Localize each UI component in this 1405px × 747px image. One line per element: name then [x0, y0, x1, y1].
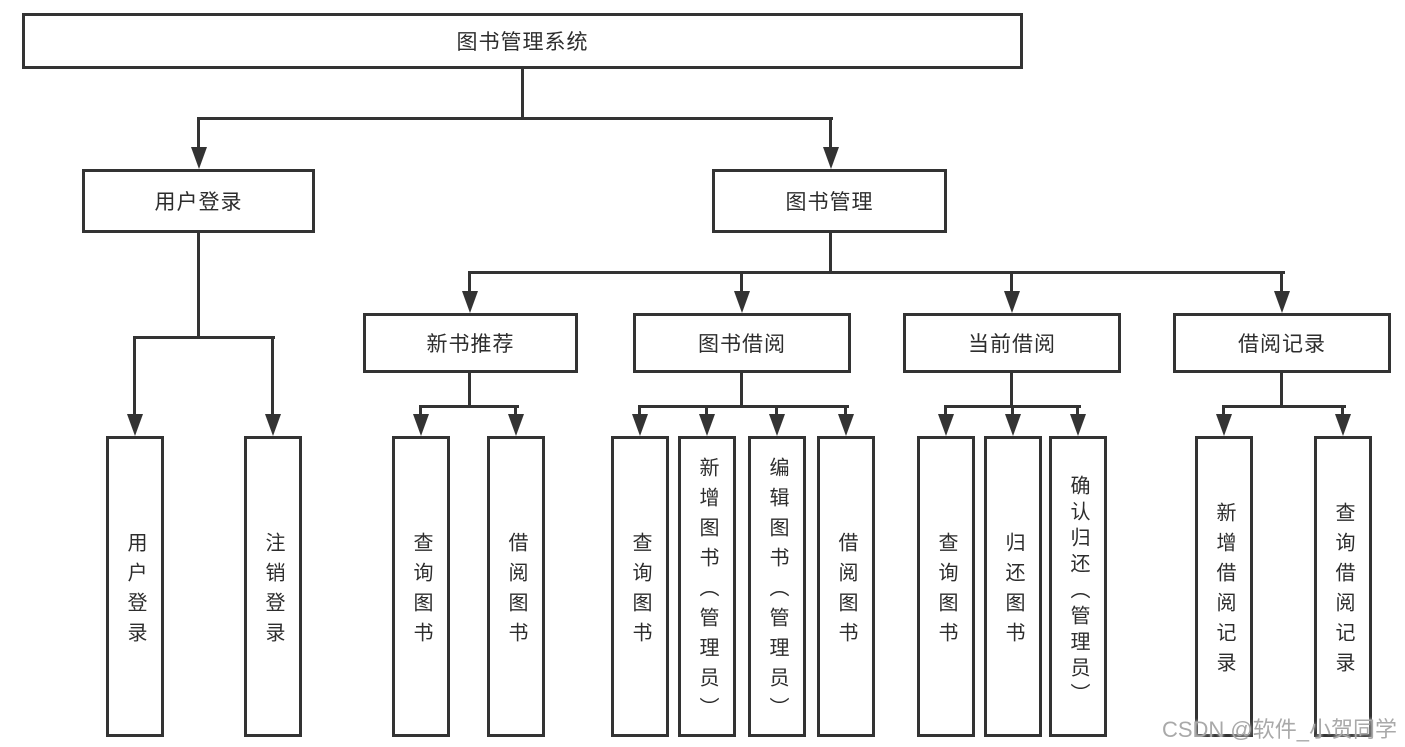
node-label: 新增借阅记录: [1213, 501, 1235, 682]
node-leaf-user-login: 用户登录: [106, 436, 164, 737]
arrow-down-icon: [699, 414, 715, 436]
connector-line: [1280, 373, 1283, 405]
connector-line: [740, 271, 743, 293]
node-new-book-recommendation: 新书推荐: [363, 313, 578, 373]
node-label: 查询图书: [410, 531, 432, 652]
arrow-down-icon: [1070, 414, 1086, 436]
arrow-down-icon: [838, 414, 854, 436]
arrow-down-icon: [938, 414, 954, 436]
node-label: 新书推荐: [426, 333, 515, 356]
node-book-management: 图书管理: [712, 169, 947, 233]
node-label: 借阅图书: [505, 531, 527, 652]
connector-line: [468, 271, 1285, 274]
arrow-down-icon: [1216, 414, 1232, 436]
node-label: 注销登录: [262, 531, 284, 652]
connector-line: [197, 117, 200, 149]
node-leaf-edit-book-admin: 编辑图书（管理员）: [748, 436, 806, 737]
connector-line: [468, 373, 471, 405]
node-label: 归还图书: [1002, 531, 1024, 652]
connector-line: [1280, 271, 1283, 293]
connector-line: [844, 405, 847, 416]
node-label: 编辑图书（管理员）: [766, 456, 788, 727]
connector-line: [638, 405, 641, 416]
arrow-down-icon: [1274, 291, 1290, 313]
node-leaf-borrow-books: 借阅图书: [817, 436, 875, 737]
node-leaf-return-book: 归还图书: [984, 436, 1042, 737]
connector-line: [1076, 405, 1079, 416]
arrow-down-icon: [191, 147, 207, 169]
connector-line: [740, 373, 743, 405]
arrow-down-icon: [1004, 291, 1020, 313]
node-current-borrowing: 当前借阅: [903, 313, 1121, 373]
arrow-down-icon: [508, 414, 524, 436]
connector-line: [944, 405, 947, 416]
arrow-down-icon: [1005, 414, 1021, 436]
connector-line: [1341, 405, 1344, 416]
arrow-down-icon: [413, 414, 429, 436]
watermark: CSDN @软件_小贺同学: [1161, 717, 1397, 742]
arrow-down-icon: [769, 414, 785, 436]
node-label: 当前借阅: [968, 333, 1056, 356]
node-label: 图书借阅: [698, 333, 786, 356]
connector-line: [198, 117, 833, 120]
node-label: 新增图书（管理员）: [696, 456, 718, 727]
node-label: 查询图书: [629, 531, 651, 652]
arrow-down-icon: [462, 291, 478, 313]
connector-line: [271, 336, 274, 416]
connector-line: [775, 405, 778, 416]
connector-line: [133, 336, 275, 339]
connector-line: [638, 405, 849, 408]
arrow-down-icon: [632, 414, 648, 436]
node-leaf-query-borrow-record: 查询借阅记录: [1314, 436, 1372, 737]
node-library-system: 图书管理系统: [22, 13, 1023, 69]
connector-line: [1222, 405, 1225, 416]
arrow-down-icon: [127, 414, 143, 436]
connector-line: [133, 336, 136, 416]
node-label: 图书管理: [785, 191, 874, 214]
node-label: 用户登录: [154, 191, 243, 214]
node-leaf-logout: 注销登录: [244, 436, 302, 737]
node-label: 用户登录: [124, 531, 146, 652]
node-book-borrowing: 图书借阅: [633, 313, 851, 373]
node-user-login: 用户登录: [82, 169, 315, 233]
arrow-down-icon: [734, 291, 750, 313]
node-label: 确认归还（管理员）: [1067, 474, 1089, 709]
node-leaf-borrow-books-recommend: 借阅图书: [487, 436, 545, 737]
connector-line: [419, 405, 422, 416]
connector-line: [1222, 405, 1346, 408]
node-leaf-query-books-recommend: 查询图书: [392, 436, 450, 737]
connector-line: [521, 69, 524, 117]
connector-line: [197, 233, 200, 336]
connector-line: [419, 405, 519, 408]
node-label: 查询图书: [935, 531, 957, 652]
connector-line: [514, 405, 517, 416]
node-label: 查询借阅记录: [1332, 501, 1354, 682]
arrow-down-icon: [265, 414, 281, 436]
arrow-down-icon: [823, 147, 839, 169]
connector-line: [1010, 271, 1013, 293]
node-label: 图书管理系统: [456, 31, 589, 54]
node-borrowing-records: 借阅记录: [1173, 313, 1391, 373]
connector-line: [829, 117, 832, 149]
node-label: 借阅记录: [1238, 333, 1326, 356]
connector-line: [705, 405, 708, 416]
node-leaf-query-books-current: 查询图书: [917, 436, 975, 737]
arrow-down-icon: [1335, 414, 1351, 436]
connector-line: [468, 271, 471, 293]
node-leaf-confirm-return-admin: 确认归还（管理员）: [1049, 436, 1107, 737]
connector-line: [829, 233, 832, 271]
node-leaf-add-borrow-record: 新增借阅记录: [1195, 436, 1253, 737]
connector-line: [1011, 405, 1014, 416]
node-leaf-query-books-borrow: 查询图书: [611, 436, 669, 737]
node-leaf-add-book-admin: 新增图书（管理员）: [678, 436, 736, 737]
connector-line: [1010, 373, 1013, 405]
node-label: 借阅图书: [835, 531, 857, 652]
